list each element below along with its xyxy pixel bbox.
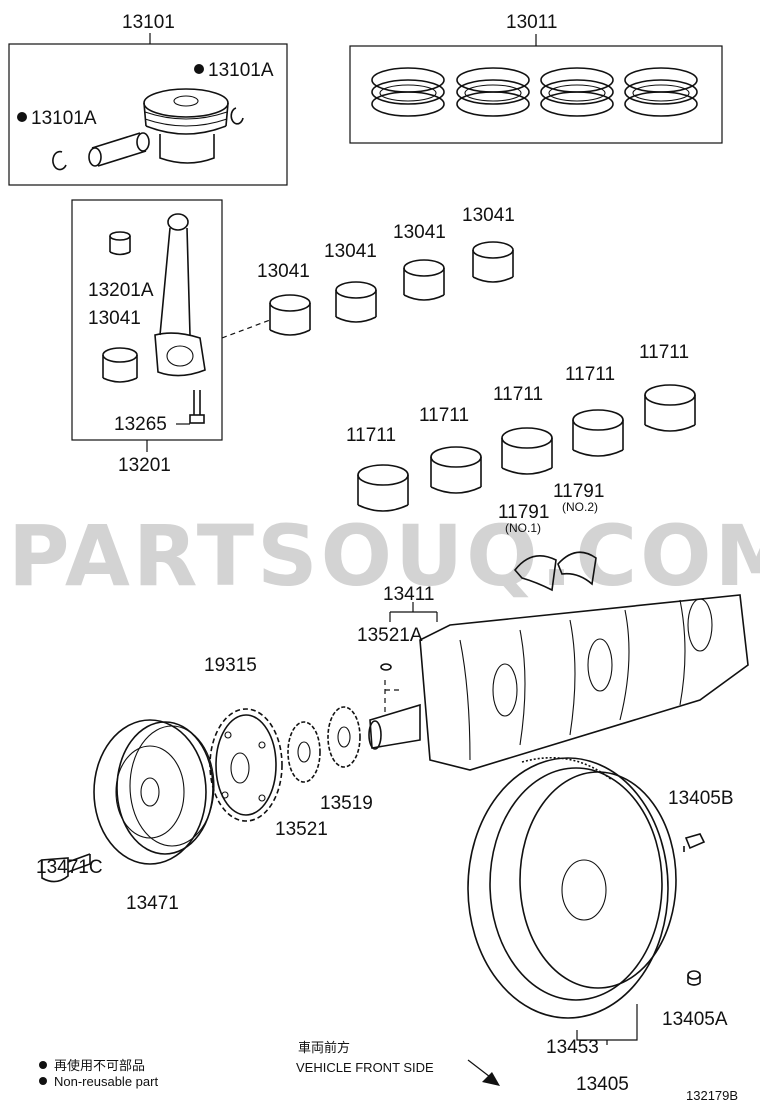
label-13405[interactable]: 13405 xyxy=(576,1074,629,1095)
main-bearing-3-icon[interactable] xyxy=(501,427,553,475)
label-11711-c[interactable]: 11711 xyxy=(493,384,543,405)
label-11711-d[interactable]: 11711 xyxy=(565,364,615,385)
flywheel-dowel-icon[interactable] xyxy=(687,970,701,986)
legend-dot-icon xyxy=(39,1077,47,1085)
legend-en: Non-reusable part xyxy=(54,1074,158,1089)
piston-pin-icon[interactable] xyxy=(88,132,150,167)
label-13201[interactable]: 13201 xyxy=(118,455,171,476)
label-13041-d[interactable]: 13041 xyxy=(462,205,515,226)
legend-dot-icon xyxy=(39,1061,47,1069)
legend-jp: 再使用不可部品 xyxy=(54,1058,145,1073)
flywheel-bolt-icon[interactable] xyxy=(683,833,706,852)
label-13405B[interactable]: 13405B xyxy=(668,788,734,809)
main-bearing-4-icon[interactable] xyxy=(572,409,624,457)
pulley-bolt-icon[interactable] xyxy=(41,853,91,883)
rod-bushing-icon[interactable] xyxy=(109,231,131,256)
crank-key-icon[interactable] xyxy=(380,663,392,671)
label-19315[interactable]: 19315 xyxy=(204,655,257,676)
qualifier-no1: (NO.1) xyxy=(505,521,541,535)
label-13041-b[interactable]: 13041 xyxy=(324,241,377,262)
label-11711-b[interactable]: 11711 xyxy=(419,405,469,426)
label-13041-a[interactable]: 13041 xyxy=(257,261,310,282)
label-13405A[interactable]: 13405A xyxy=(662,1009,728,1030)
crank-sprocket-13521-icon[interactable] xyxy=(287,721,321,783)
diagram-id: 132179B xyxy=(686,1088,738,1103)
direction-jp: 車両前方 xyxy=(298,1040,350,1055)
label-11791-no1[interactable]: 11791 xyxy=(498,502,549,523)
label-11711-a[interactable]: 11711 xyxy=(346,425,396,446)
crankshaft-icon[interactable] xyxy=(368,594,749,771)
label-13453[interactable]: 13453 xyxy=(546,1037,599,1058)
flywheel-bracket xyxy=(576,1004,638,1045)
label-13519[interactable]: 13519 xyxy=(320,793,373,814)
snap-ring-right-icon[interactable] xyxy=(230,107,244,125)
piston-ring-set-icon[interactable] xyxy=(371,67,698,117)
rod-bearing-icon[interactable] xyxy=(102,347,138,383)
label-13101A-right[interactable]: 13101A xyxy=(208,60,274,81)
label-13201A[interactable]: 13201A xyxy=(88,280,154,301)
conrod-bearing-4-icon[interactable] xyxy=(472,241,514,283)
front-arrow-icon xyxy=(467,1059,500,1086)
label-13011[interactable]: 13011 xyxy=(506,12,557,33)
label-13041-c[interactable]: 13041 xyxy=(393,222,446,243)
direction-en: VEHICLE FRONT SIDE xyxy=(296,1060,434,1075)
main-bearing-1-icon[interactable] xyxy=(357,464,409,512)
snap-ring-left-icon[interactable] xyxy=(52,150,67,171)
label-13471C[interactable]: 13471C xyxy=(36,857,103,878)
flywheel-icon[interactable] xyxy=(467,756,677,1019)
label-13521A[interactable]: 13521A xyxy=(357,625,423,646)
label-13265[interactable]: 13265 xyxy=(114,414,167,435)
non-reusable-dot-icon xyxy=(17,112,27,122)
qualifier-no2: (NO.2) xyxy=(562,500,598,514)
label-13411[interactable]: 13411 xyxy=(383,584,434,605)
rod-bolt-icon[interactable] xyxy=(176,390,205,425)
watermark: PARTSOUQ.COM xyxy=(8,507,760,605)
connecting-rod-icon[interactable] xyxy=(154,213,206,377)
crankshaft-pulley-icon[interactable] xyxy=(93,719,215,865)
main-bearing-5-icon[interactable] xyxy=(644,384,696,432)
main-bearing-2-icon[interactable] xyxy=(430,446,482,494)
label-13041-rod[interactable]: 13041 xyxy=(88,308,141,329)
label-11711-e[interactable]: 11711 xyxy=(639,342,689,363)
label-13101[interactable]: 13101 xyxy=(122,12,175,33)
non-reusable-dot-icon xyxy=(194,64,204,74)
conrod-bearing-3-icon[interactable] xyxy=(403,259,445,301)
timing-gear-19315-icon[interactable] xyxy=(209,708,283,822)
conrod-bearing-2-icon[interactable] xyxy=(335,281,377,323)
rod-to-bearing-dashline xyxy=(221,319,271,339)
label-13101A-left[interactable]: 13101A xyxy=(31,108,97,129)
piston-icon[interactable] xyxy=(143,88,229,164)
ring-set-box xyxy=(349,45,723,144)
piston-group-box xyxy=(8,43,288,186)
thrust-washer-no2-icon[interactable] xyxy=(557,551,597,586)
crankshaft-bracket xyxy=(389,611,438,622)
label-13521[interactable]: 13521 xyxy=(275,819,328,840)
conrod-bearing-1-icon[interactable] xyxy=(269,294,311,336)
label-13471[interactable]: 13471 xyxy=(126,893,179,914)
crank-sprocket-13519-icon[interactable] xyxy=(327,706,361,768)
thrust-washer-no1-icon[interactable] xyxy=(513,554,557,592)
key-dashline xyxy=(384,680,402,712)
label-11791-no2[interactable]: 11791 xyxy=(553,481,604,502)
